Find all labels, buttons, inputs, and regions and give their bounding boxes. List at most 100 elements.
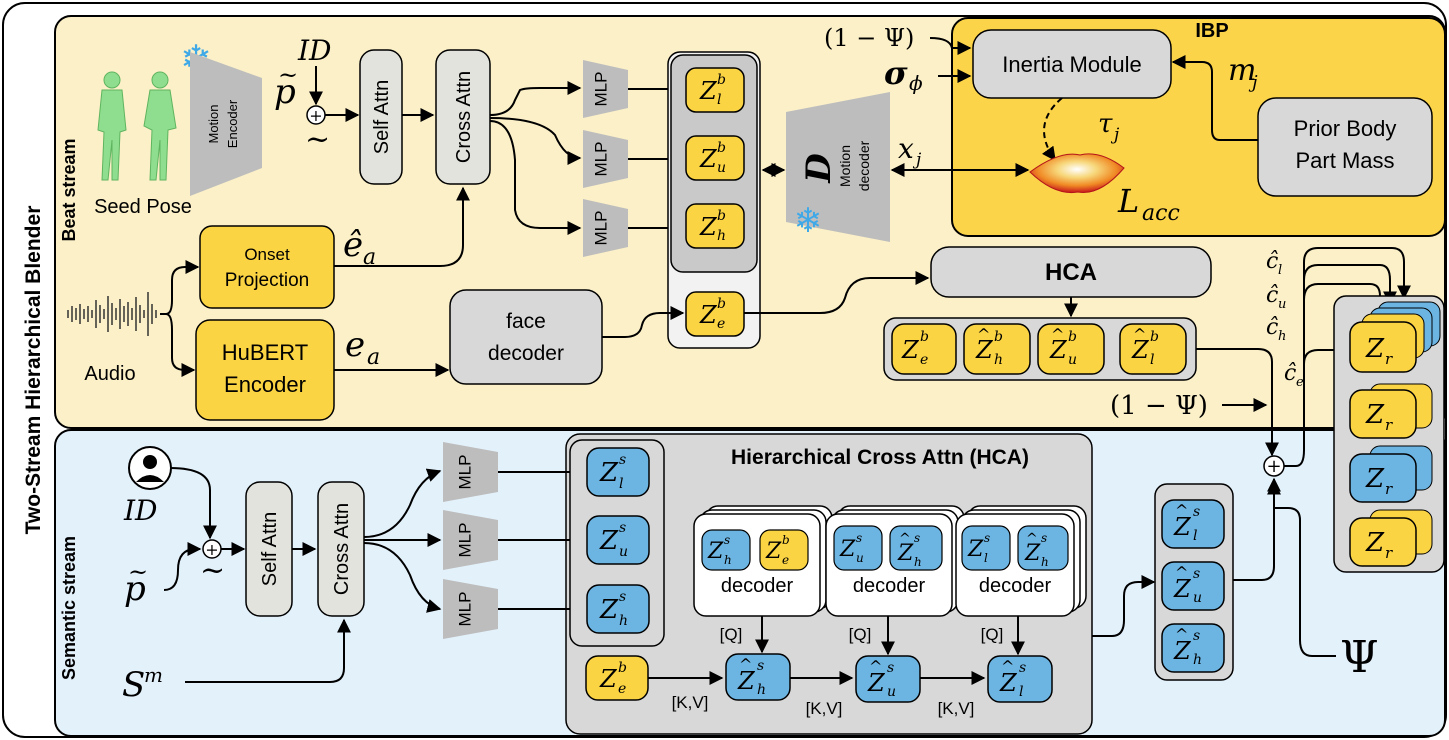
svg-text:Z: Z: [1049, 336, 1068, 364]
svg-text:+: +: [205, 540, 218, 559]
c-l-label: ĉ: [1266, 249, 1278, 274]
mlp-beat-3: MLP: [583, 199, 628, 257]
motion-decoder-label-1: Motion: [837, 145, 853, 187]
cross-attn-semantic: [317, 481, 365, 617]
z-l-hat-out: Z ^ b l: [1119, 323, 1187, 375]
svg-text:~: ~: [200, 553, 225, 588]
svg-text:b: b: [717, 296, 726, 312]
svg-text:^: ^: [1175, 563, 1188, 582]
z-u-hat-semantic-out: Z ^ s u: [1161, 561, 1225, 611]
svg-text:s: s: [1193, 504, 1200, 520]
svg-text:s: s: [1041, 531, 1047, 545]
prior-body-label-2: Part Mass: [1295, 148, 1394, 173]
svg-text:Z: Z: [999, 669, 1018, 697]
z-u-hat-out: Z ^ b u: [1037, 323, 1105, 375]
svg-text:Z: Z: [897, 541, 914, 566]
svg-text:j: j: [912, 150, 922, 170]
seed-pose-figure: [97, 71, 177, 181]
z-h-hat-chain: Z ^ s h: [725, 653, 791, 701]
svg-text:Z: Z: [1024, 541, 1041, 566]
svg-text:h: h: [1041, 555, 1049, 569]
z-r-group-3: Z r: [1349, 445, 1433, 503]
seed-pose-label: Seed Pose: [94, 196, 192, 218]
id-beat: ID: [297, 34, 332, 67]
z-e-beat: Z b e: [685, 291, 745, 337]
sigma-phi: σ: [884, 54, 908, 92]
self-attn-beat-label: Self Attn: [371, 80, 393, 155]
svg-text:e: e: [1296, 375, 1304, 390]
face-decoder: [449, 289, 603, 385]
svg-text:Z: Z: [1173, 575, 1192, 603]
svg-text:l: l: [1150, 352, 1154, 368]
motion-decoder: [786, 92, 890, 242]
svg-text:j: j: [1110, 125, 1120, 145]
svg-text:Z: Z: [699, 77, 718, 105]
psi-label: Ψ: [1340, 632, 1379, 683]
svg-text:h: h: [619, 613, 628, 629]
svg-text:Z: Z: [967, 537, 984, 562]
c-h-label: ĉ: [1266, 315, 1278, 340]
tilde-mark: ~: [278, 61, 298, 89]
svg-text:h: h: [757, 682, 766, 698]
z-l-hat-semantic-out: Z ^ s l: [1161, 499, 1225, 549]
svg-text:s: s: [724, 533, 730, 547]
cross-attn-beat-label: Cross Attn: [453, 71, 475, 163]
svg-text:e: e: [717, 316, 725, 332]
svg-text:l: l: [1193, 528, 1197, 544]
hca-semantic-title: Hierarchical Cross Attn (HCA): [731, 446, 1029, 469]
svg-text:ϕ: ϕ: [909, 71, 923, 95]
one-minus-psi-ibp: (1 − Ψ): [824, 24, 914, 52]
hca-beat-label: HCA: [1045, 259, 1097, 286]
prior-body-label-1: Prior Body: [1294, 116, 1397, 141]
svg-text:MLP: MLP: [455, 523, 474, 558]
loss-surface-icon: [1029, 153, 1125, 194]
z-h-hat-semantic-out: Z ^ s h: [1161, 623, 1225, 673]
svg-text:Z: Z: [1365, 334, 1385, 364]
motion-decoder-label-2: decoder: [856, 140, 872, 191]
svg-text:Z: Z: [1365, 464, 1385, 494]
svg-text:s: s: [619, 520, 626, 536]
motion-encoder: [190, 52, 262, 196]
inertia-module-label: Inertia Module: [1002, 52, 1141, 77]
svg-text:Z: Z: [737, 667, 756, 695]
svg-text:a: a: [363, 245, 376, 270]
svg-text:r: r: [1385, 544, 1393, 562]
p-tilde-beat: p: [274, 72, 296, 112]
svg-text:Z: Z: [699, 301, 718, 329]
svg-text:s: s: [1193, 566, 1200, 582]
svg-text:h: h: [1193, 652, 1202, 668]
tilde-under: ~: [305, 122, 330, 157]
d-label: D: [799, 153, 839, 184]
svg-text:^: ^: [1026, 531, 1038, 547]
hubert-label-1: HuBERT: [222, 340, 308, 365]
c-e-label: ĉ: [1284, 361, 1296, 386]
svg-text:MLP: MLP: [591, 211, 610, 246]
z-h-beat: Z b h: [685, 203, 745, 249]
svg-text:r: r: [1385, 350, 1393, 368]
inertia-module: [972, 29, 1172, 99]
svg-text:a: a: [367, 345, 380, 370]
svg-text:l: l: [984, 551, 988, 565]
svg-text:Z: Z: [1173, 637, 1192, 665]
svg-text:l: l: [1019, 684, 1023, 700]
decoder-2: Z s u Z ^ s h decoder: [825, 505, 965, 617]
svg-text:s: s: [914, 531, 920, 545]
svg-text:s: s: [856, 531, 862, 545]
svg-text:Z: Z: [599, 458, 619, 488]
mlp-beat-1: MLP: [583, 60, 628, 118]
q-label-3: [Q]: [981, 625, 1004, 644]
svg-text:Z: Z: [867, 669, 886, 697]
svg-text:decoder: decoder: [979, 575, 1052, 597]
svg-text:h: h: [994, 352, 1003, 368]
svg-text:+: +: [1266, 456, 1281, 477]
mlp-semantic-3: MLP: [443, 579, 498, 639]
svg-text:Z: Z: [839, 537, 856, 562]
svg-text:u: u: [1068, 352, 1077, 368]
ibp-title: IBP: [1195, 20, 1228, 42]
svg-text:decoder: decoder: [721, 575, 794, 597]
svg-text:s: s: [757, 658, 764, 674]
self-attn-semantic-label: Self Attn: [259, 512, 281, 587]
svg-text:b: b: [1068, 329, 1077, 345]
kv-label-2: [K,V]: [806, 699, 843, 718]
id-avatar-icon: [128, 446, 172, 490]
